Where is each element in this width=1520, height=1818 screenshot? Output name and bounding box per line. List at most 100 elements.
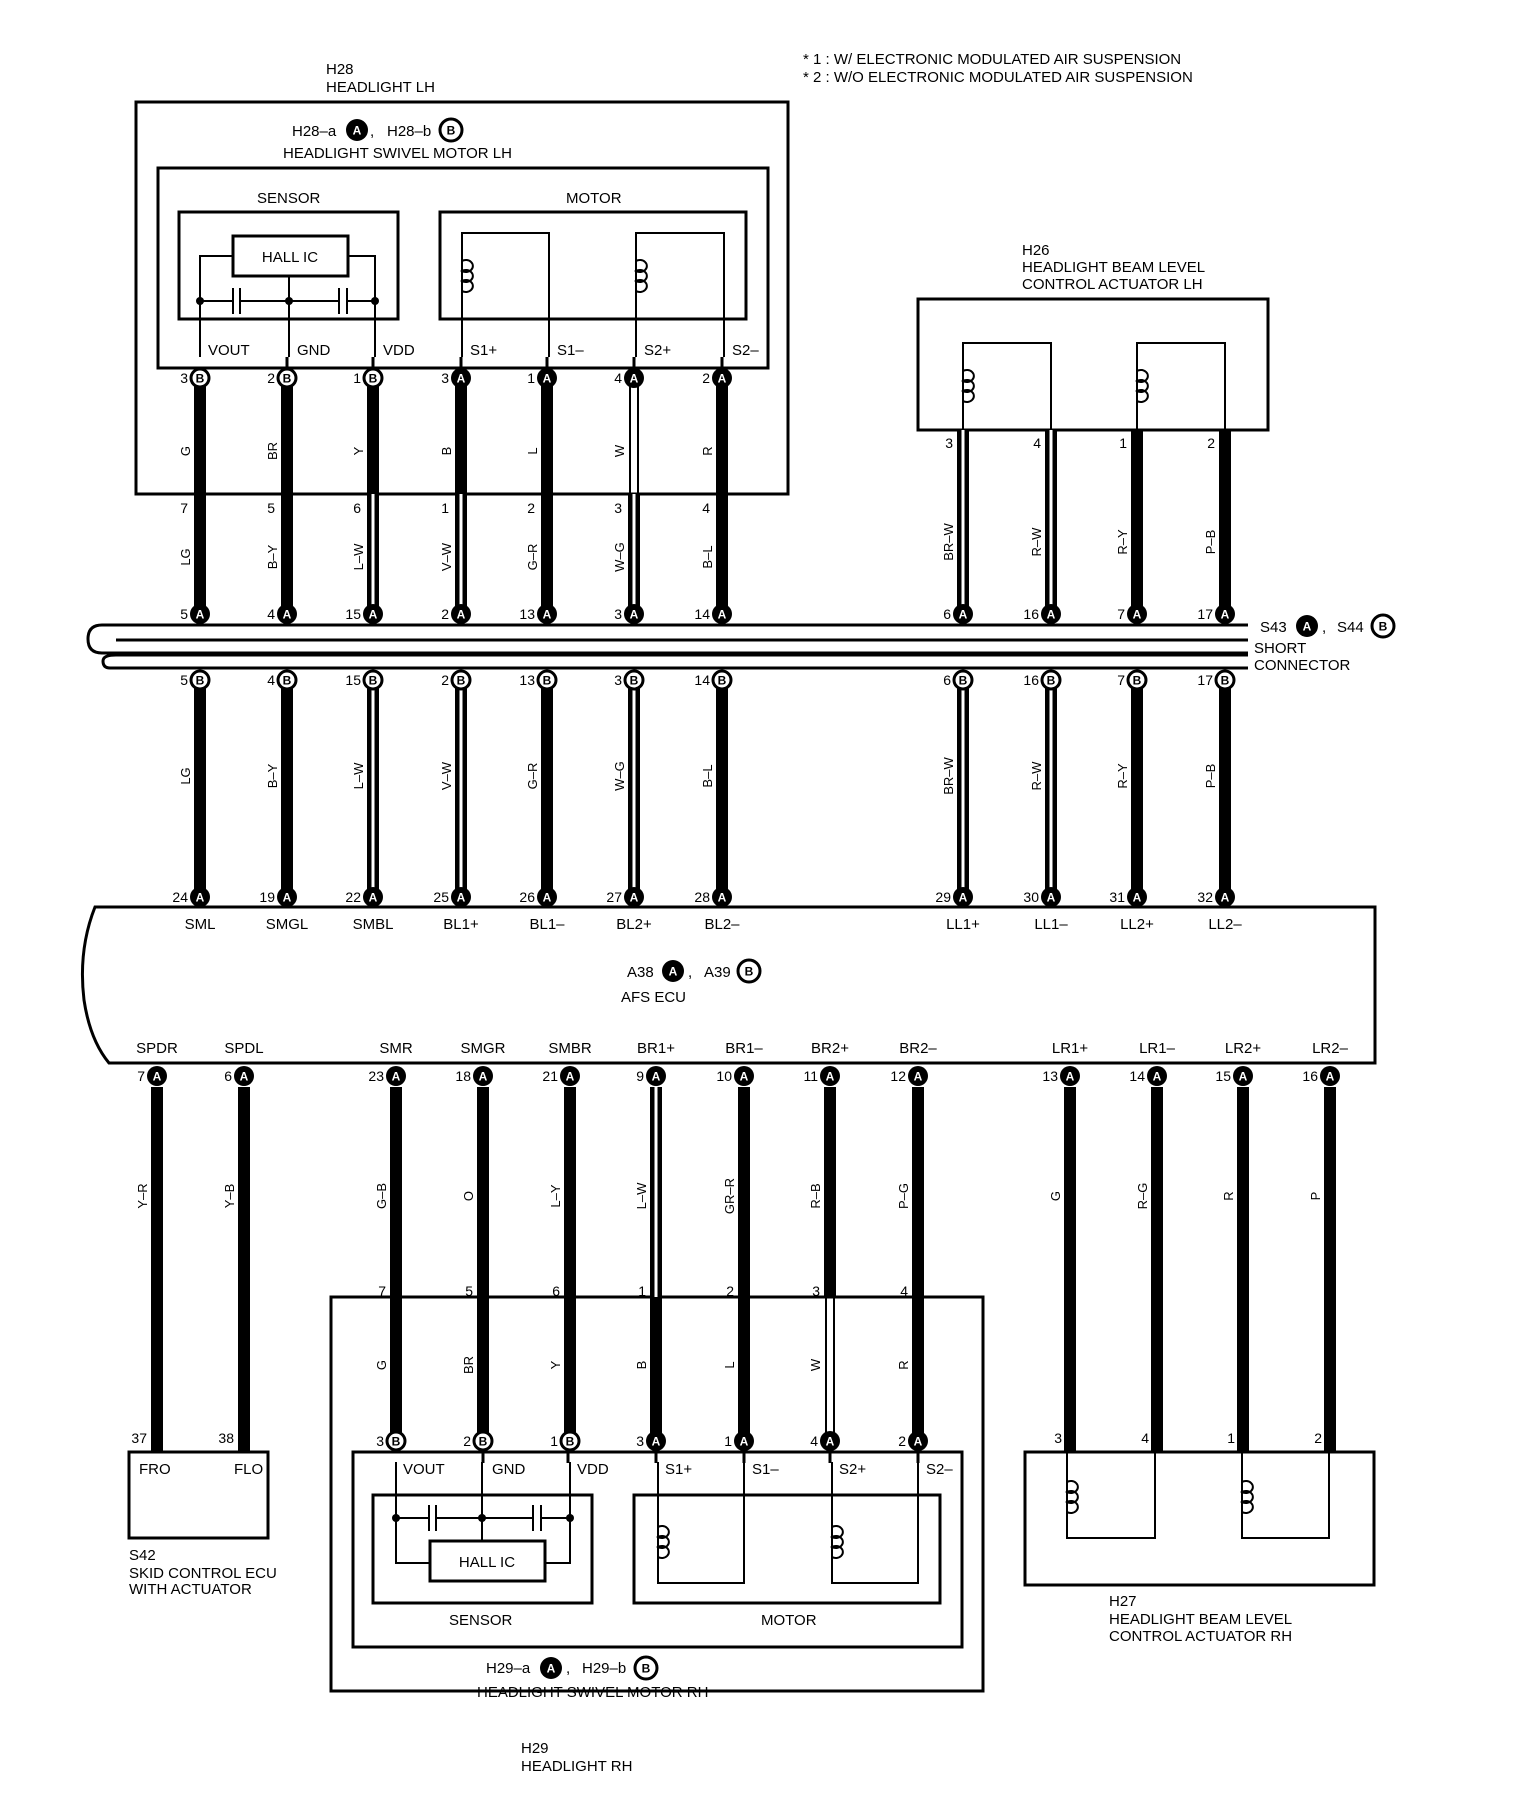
lower-wire-7-junction-pin: 2 bbox=[726, 1283, 734, 1299]
level-wire-4-ecu-badge-circle bbox=[1215, 887, 1235, 907]
upper-wire-4-ecu-badge-letter: A bbox=[457, 891, 466, 905]
upper-wire-3-code-a: Y bbox=[351, 446, 366, 455]
svg-text:S2+: S2+ bbox=[839, 1461, 866, 1478]
lower-wire-13-code-a: P bbox=[1308, 1192, 1323, 1201]
s42-outline bbox=[127, 1450, 270, 1540]
level-wire-1-short-b-badge-letter: B bbox=[959, 674, 968, 688]
upper-wire-1-junction-pin: 7 bbox=[180, 500, 188, 516]
h27-code: H27 bbox=[1109, 1593, 1137, 1610]
upper-wire-7-h28-pin: 2 bbox=[702, 370, 710, 386]
lower-wire-9-h29-badge-circle bbox=[908, 1431, 928, 1451]
lower-wire-11-ecu-badge-letter: A bbox=[1153, 1070, 1162, 1084]
lower-wire-9-ecu-badge-circle bbox=[908, 1066, 928, 1086]
upper-wire-7-h28-badge-circle bbox=[712, 368, 732, 388]
level-wire-3-h26-pin: 1 bbox=[1119, 435, 1127, 451]
lower-wire-11-h27-pin: 4 bbox=[1141, 1430, 1149, 1446]
upper-wire-6-junction-pin: 3 bbox=[614, 500, 622, 516]
lower-wire-8-h29-pin: 4 bbox=[810, 1433, 818, 1449]
h27-beam-level-actuator-rh: H27 HEADLIGHT BEAM LEVEL CONTROL ACTUATO… bbox=[1023, 1450, 1376, 1645]
ecu-conn-a-badge bbox=[662, 960, 684, 982]
lower-wire-5-h29-pin: 1 bbox=[550, 1433, 558, 1449]
level-wire-4-code-b: P–B bbox=[1203, 530, 1218, 555]
upper-wire-6-ecu-badge-letter: A bbox=[630, 891, 639, 905]
upper-wire-5-short-a-badge-letter: A bbox=[543, 608, 552, 622]
upper-wire-5-short-b-badge-letter: B bbox=[543, 674, 552, 688]
upper-wire-6-short-a-badge-letter: A bbox=[630, 608, 639, 622]
lower-wire-7-h29-pin: 1 bbox=[724, 1433, 732, 1449]
upper-wire-4-junction-pin: 1 bbox=[441, 500, 449, 516]
upper-wire-3-h28-pin: 1 bbox=[353, 370, 361, 386]
ecu-top-term-9: LL1– bbox=[1034, 916, 1068, 933]
h27-name-1: HEADLIGHT BEAM LEVEL bbox=[1109, 1611, 1292, 1628]
upper-wire-7-ecu-badge-letter: A bbox=[718, 891, 727, 905]
upper-wire-6-ecu-badge-circle bbox=[624, 887, 644, 907]
lower-wire-3-ecu-badge-circle bbox=[386, 1066, 406, 1086]
upper-wire-1-h28-badge: B bbox=[189, 367, 211, 389]
level-wire-3-ecu-badge-circle bbox=[1127, 887, 1147, 907]
upper-wire-7-short-a-pin: 14 bbox=[694, 606, 710, 622]
upper-wire-7-short-a-badge: A bbox=[712, 604, 732, 624]
lower-wire-4-ecu-badge: A bbox=[473, 1066, 493, 1086]
level-wire-3-short-a-badge: A bbox=[1127, 604, 1147, 624]
level-wire-1-short-b-badge-circle bbox=[952, 669, 974, 691]
h28-motor-box bbox=[438, 210, 748, 321]
upper-wire-3-short-a-pin: 15 bbox=[345, 606, 361, 622]
h29-conn-b-label: H29–b bbox=[582, 1660, 626, 1677]
lower-wire-8-h29-badge: A bbox=[820, 1431, 840, 1451]
s42-code: S42 bbox=[129, 1547, 156, 1564]
lower-wire-4-ecu-badge-circle bbox=[473, 1066, 493, 1086]
level-wire-3-ecu-badge-letter: A bbox=[1133, 891, 1142, 905]
lower-wire-6-h29-badge-letter: A bbox=[652, 1435, 661, 1449]
upper-wire-7-short-b-badge-circle bbox=[711, 669, 733, 691]
upper-wire-3-short-b-badge-letter: B bbox=[369, 674, 378, 688]
svg-text:A: A bbox=[353, 124, 362, 138]
lower-wire-9-ecu-badge-letter: A bbox=[914, 1070, 923, 1084]
upper-wire-5-h28-badge-circle bbox=[537, 368, 557, 388]
lower-wire-9-junction-pin: 4 bbox=[900, 1283, 908, 1299]
upper-wire-4-short-b-pin: 2 bbox=[441, 672, 449, 688]
upper-wire-6-short-b-badge: B bbox=[623, 669, 645, 691]
ecu-bottom-term-4: SMGR bbox=[461, 1040, 506, 1057]
upper-wire-7-short-b-badge-letter: B bbox=[718, 674, 727, 688]
upper-wire-5-code-c: G–R bbox=[525, 763, 540, 790]
svg-text:S1–: S1– bbox=[557, 342, 584, 359]
level-wire-4-h26-pin: 2 bbox=[1207, 435, 1215, 451]
svg-text:,: , bbox=[370, 123, 374, 140]
lower-wire-6-h29-badge-circle bbox=[646, 1431, 666, 1451]
lower-wire-9-ecu-pin: 12 bbox=[890, 1068, 906, 1084]
lower-wire-3-ecu-pin: 23 bbox=[368, 1068, 384, 1084]
upper-wire-1-h28-pin: 3 bbox=[180, 370, 188, 386]
level-wire-1-ecu-pin: 29 bbox=[935, 889, 951, 905]
upper-wire-1-h28-badge-letter: B bbox=[196, 372, 205, 386]
upper-wire-7-junction-pin: 4 bbox=[702, 500, 710, 516]
upper-wire-6-h28-pin: 4 bbox=[614, 370, 622, 386]
upper-wire-2-ecu-pin: 19 bbox=[259, 889, 275, 905]
lower-wire-4-junction-pin: 5 bbox=[465, 1283, 473, 1299]
level-wire-1-short-a-pin: 6 bbox=[943, 606, 951, 622]
level-wire-2-short-a-badge-letter: A bbox=[1047, 608, 1056, 622]
level-wire-3-short-b-badge-letter: B bbox=[1133, 674, 1142, 688]
ecu-name: AFS ECU bbox=[621, 989, 686, 1006]
h28-code: H28 bbox=[326, 61, 354, 78]
note-2: * 2 : W/O ELECTRONIC MODULATED AIR SUSPE… bbox=[803, 69, 1193, 86]
upper-wire-4-h28-badge-letter: A bbox=[457, 372, 466, 386]
lower-wire-1-ecu-pin: 7 bbox=[137, 1068, 145, 1084]
ecu-bottom-term-3: SMR bbox=[379, 1040, 413, 1057]
level-wire-2-short-a-badge-circle bbox=[1041, 604, 1061, 624]
short-conn-a-badge bbox=[1296, 615, 1318, 637]
lower-wire-8-code-b: W bbox=[808, 1358, 823, 1371]
upper-wire-1-short-a-badge-circle bbox=[190, 604, 210, 624]
h29-terminal-labels: VOUT GND VDD S1+ S1– S2+ S2– bbox=[403, 1461, 953, 1478]
h29-hall-ic bbox=[428, 1539, 547, 1583]
upper-wire-1-ecu-badge-letter: A bbox=[196, 891, 205, 905]
upper-wire-4-code-c: V–W bbox=[439, 761, 454, 790]
upper-wire-2-ecu-badge: A bbox=[277, 887, 297, 907]
upper-wire-5-ecu-badge: A bbox=[537, 887, 557, 907]
upper-wire-5-ecu-badge-letter: A bbox=[543, 891, 552, 905]
level-wire-2-short-a-badge: A bbox=[1041, 604, 1061, 624]
svg-text:A: A bbox=[669, 965, 678, 979]
upper-wire-6-short-a-badge-circle bbox=[624, 604, 644, 624]
lower-wire-6-ecu-pin: 9 bbox=[636, 1068, 644, 1084]
lower-wire-3-h29-pin: 3 bbox=[376, 1433, 384, 1449]
upper-wire-6-code-c: W–G bbox=[612, 761, 627, 791]
